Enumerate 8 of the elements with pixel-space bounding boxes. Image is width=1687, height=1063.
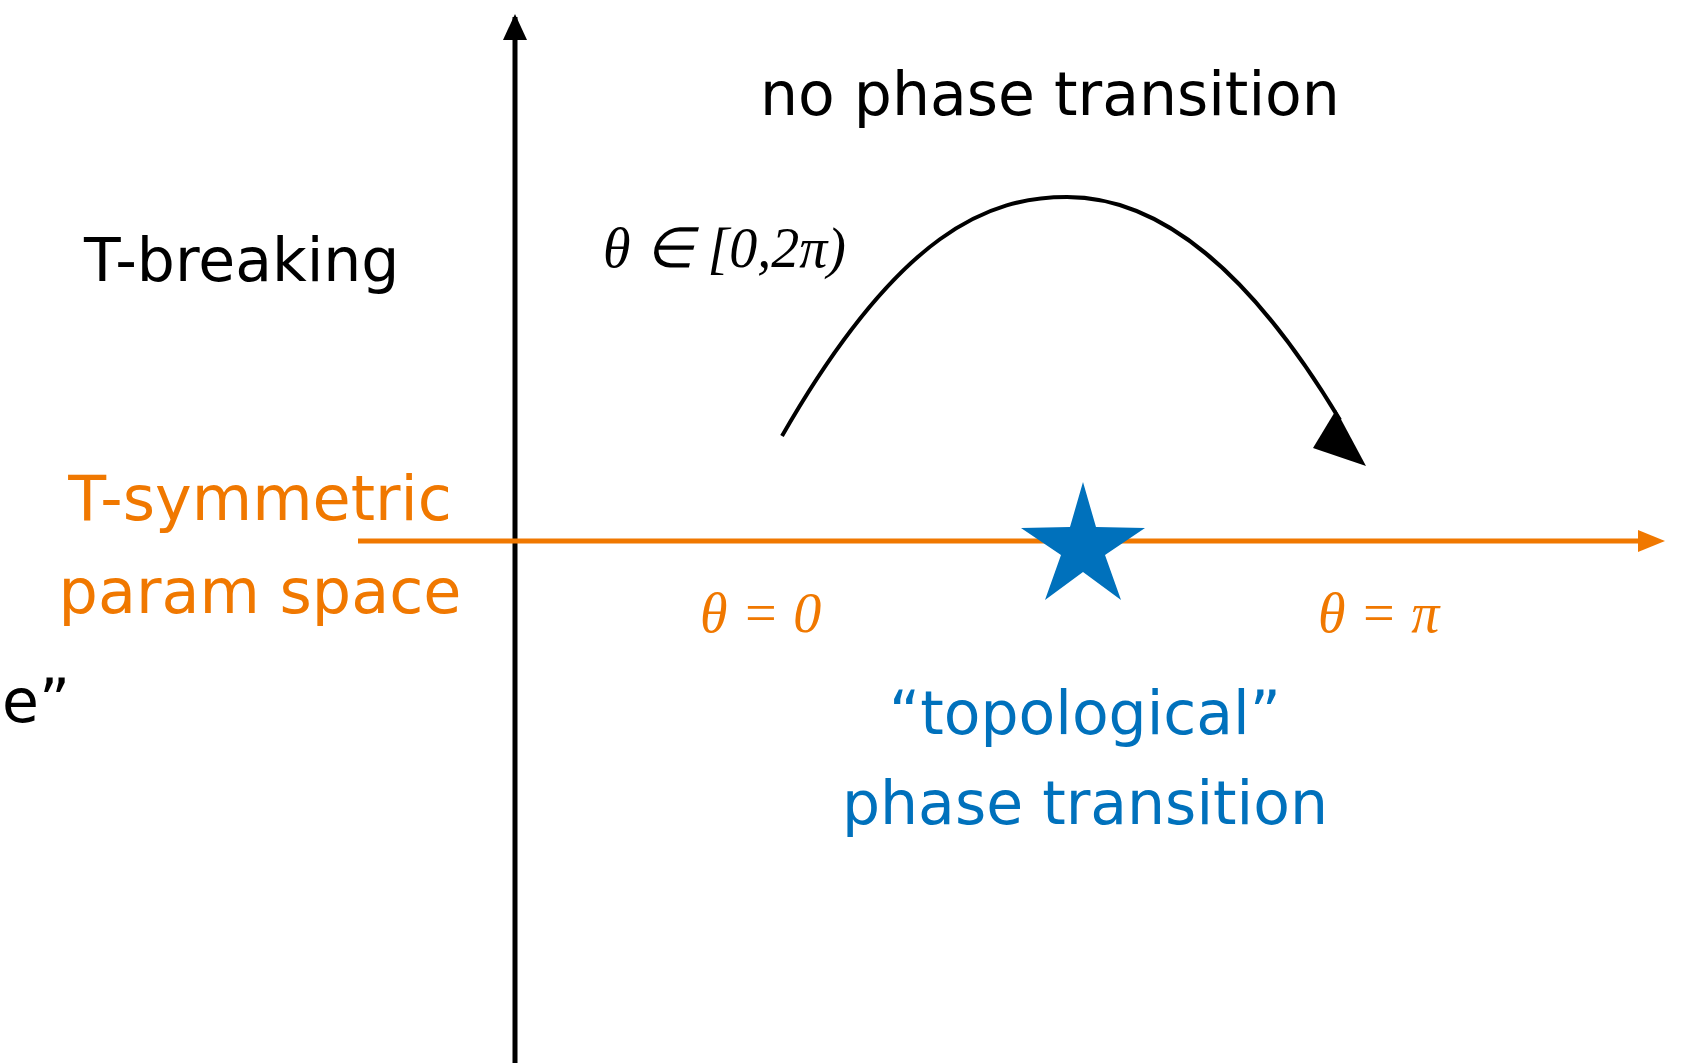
axis-label: T-breaking bbox=[84, 224, 400, 297]
math-label: θ = 0 bbox=[700, 581, 822, 646]
math-label: θ ∈ [0,2π) bbox=[603, 216, 846, 281]
math-label: θ = π bbox=[1318, 581, 1440, 646]
annotation-text: no phase transition bbox=[760, 58, 1340, 131]
annotation-text: “topological” phase transition bbox=[841, 677, 1329, 840]
partial-text: e” bbox=[2, 665, 70, 738]
axis-label: T-symmetric param space bbox=[57, 461, 463, 630]
